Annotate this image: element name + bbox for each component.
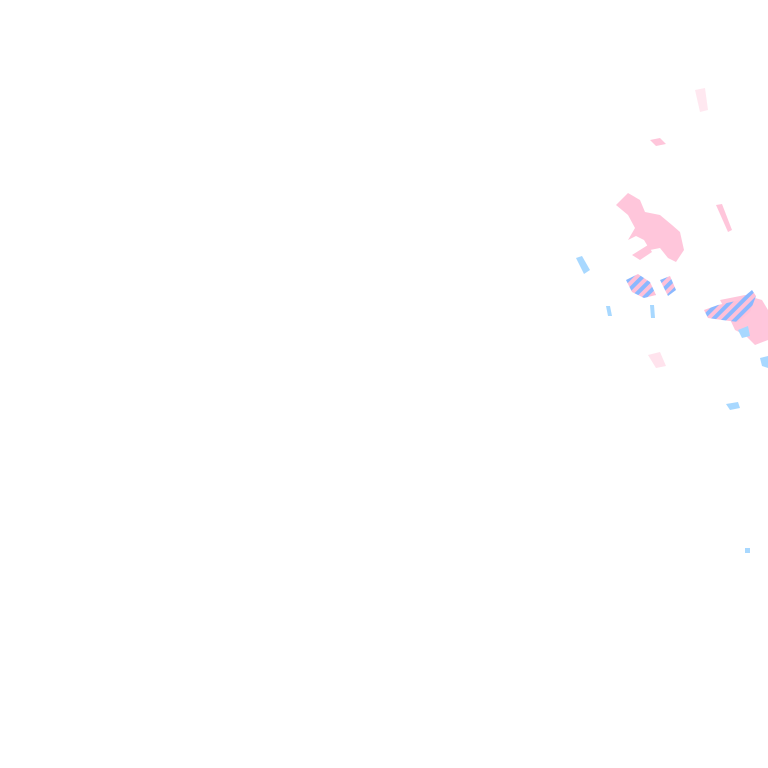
precip-cell <box>632 245 652 260</box>
precip-cell <box>616 193 684 262</box>
precip-cell <box>726 402 740 410</box>
precip-cell <box>760 356 768 368</box>
precip-cell <box>606 306 612 316</box>
precip-cell <box>738 326 750 338</box>
precip-cell <box>648 352 666 368</box>
precip-cell <box>660 276 676 296</box>
precip-cell <box>704 290 756 322</box>
precip-cell <box>626 274 656 298</box>
precip-cell <box>745 548 750 553</box>
rain-cells <box>576 256 768 553</box>
mixed-hatched-cells <box>626 274 756 322</box>
precip-cell <box>650 138 666 146</box>
precip-cell <box>716 204 732 232</box>
precip-cell <box>576 256 590 274</box>
precip-cell <box>650 305 655 318</box>
precip-cell <box>695 88 708 112</box>
